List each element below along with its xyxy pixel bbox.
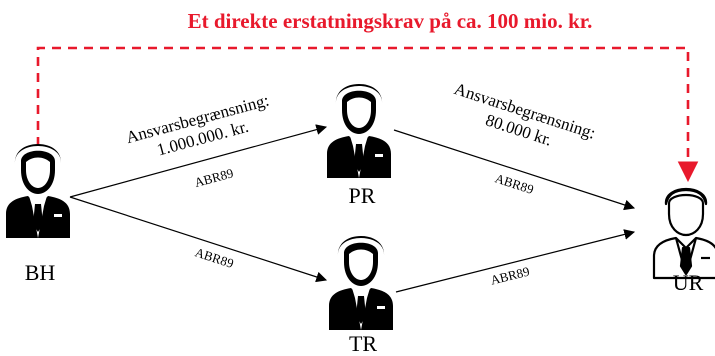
diagram-title: Et direkte erstatningskrav på ca. 100 mi… — [188, 9, 593, 33]
arrow-pr-to-ur — [393, 129, 636, 211]
node-bh: BH — [6, 144, 70, 285]
node-label-bh: BH — [25, 260, 56, 285]
arrow-bh-to-pr — [69, 124, 328, 198]
person-icon — [329, 236, 393, 330]
node-label-pr: PR — [349, 183, 376, 208]
edge-label-bh-pr: ABR89 — [193, 165, 235, 190]
person-icon — [6, 144, 70, 238]
node-label-tr: TR — [349, 331, 377, 356]
limit-label-bh-pr: Ansvarsbegrænsning: 1.000.000. kr. — [124, 91, 271, 160]
arrow-bh-to-tr — [69, 196, 328, 283]
limit-label-pr-ur: Ansvarsbegrænsning: 80.000 kr. — [452, 79, 598, 149]
person-outline-icon — [652, 187, 715, 280]
direct-claim-path — [36, 46, 699, 183]
person-icon — [327, 84, 391, 178]
node-pr: PR — [327, 84, 391, 208]
node-ur: UR — [652, 187, 715, 295]
node-tr: TR — [329, 236, 393, 356]
arrow-tr-to-ur — [395, 229, 636, 293]
node-label-ur: UR — [673, 270, 704, 295]
